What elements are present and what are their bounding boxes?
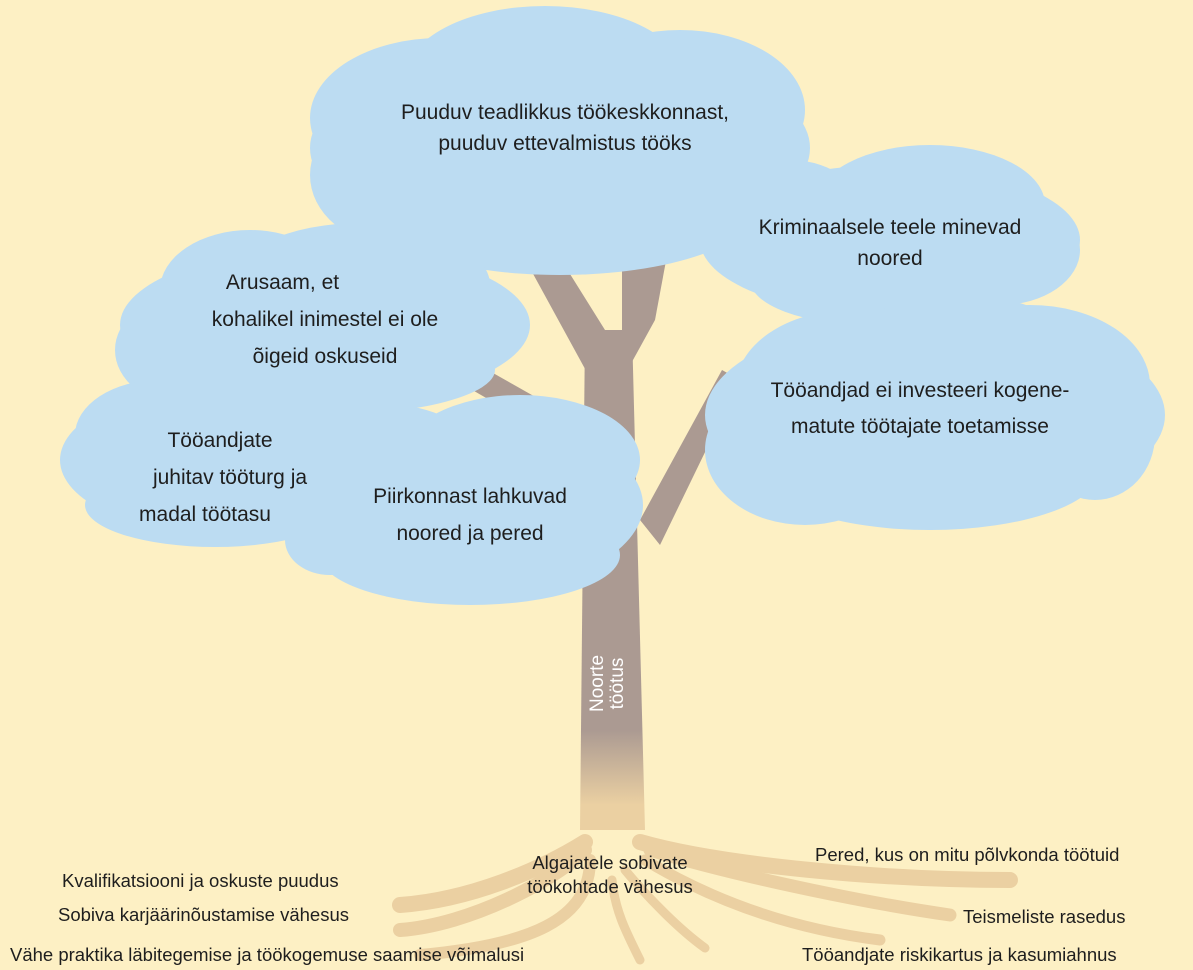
root-right-3 [639, 854, 886, 946]
root-label-center-line-2: töökohtade vähesus [527, 876, 693, 897]
crown-label-top-line-2: puuduv ettevalmistus tööks [438, 132, 692, 155]
branch-right-upper [622, 250, 668, 380]
roots [392, 834, 1018, 965]
crown-label-right-top-line-2: noored [857, 247, 923, 270]
crown-label-right-top: Kriminaalsele teele minevad noored [720, 212, 1060, 274]
crown-label-left-low-line-2: juhitav tööturg ja [152, 466, 308, 489]
crown-label-center-low-line-2: noored ja pered [396, 522, 544, 545]
root-label-center: Algajatele sobivate töökohtade vähesus [505, 851, 715, 899]
root-label-center-line-1: Algajatele sobivate [532, 852, 688, 873]
branch-left-upper [520, 250, 605, 378]
root-label-right-1: Pered, kus on mitu põlvkonda töötuid [815, 844, 1120, 865]
crown-label-top-line-1: Puuduv teadlikkus töökeskkonnast, [400, 101, 730, 124]
crown-label-left-top: Arusaam, et kohalikel inimestel ei ole õ… [150, 264, 500, 375]
crown-label-right-mid: Tööandjad ei investeeri kogene- matute t… [725, 373, 1115, 445]
crown-label-left-top-line-1: Arusaam, et [225, 271, 340, 294]
crown-label-left-low: Tööandjate juhitav tööturg ja madal tööt… [105, 422, 325, 533]
cloud-right-mid [705, 295, 1165, 530]
crown-label-left-top-line-3: õigeid oskuseid [252, 345, 398, 368]
crown-label-right-mid-line-2: matute töötajate toetamisse [791, 415, 1049, 438]
crown-label-left-low-line-1: Tööandjate [167, 429, 273, 452]
root-label-left-3: Vähe praktika läbitegemise ja töökogemus… [10, 944, 525, 965]
root-left-2 [393, 843, 592, 937]
cloud-top [310, 6, 810, 275]
trunk-label-line-2: töötus [607, 657, 628, 710]
root-left-3 [414, 854, 596, 961]
root-mid-1 [607, 875, 645, 965]
trunk-label-line-1: Noorte [587, 654, 608, 712]
crown-label-right-mid-line-1: Tööandjad ei investeeri kogene- [770, 379, 1070, 402]
root-right-2 [643, 843, 957, 922]
crown-label-right-top-line-1: Kriminaalsele teele minevad [758, 216, 1022, 239]
root-label-left-1: Kvalifikatsiooni ja oskuste puudus [62, 870, 339, 891]
crown-label-top: Puuduv teadlikkus töökeskkonnast, puuduv… [360, 97, 770, 159]
root-left-1 [392, 834, 593, 913]
cloud-right-top [700, 145, 1080, 325]
cloud-center-low [285, 395, 643, 605]
crown-label-left-top-line-2: kohalikel inimestel ei ole [211, 308, 439, 331]
crown-label-left-low-line-3: madal töötasu [139, 503, 271, 526]
crown-label-center-low-line-1: Piirkonnast lahkuvad [373, 485, 567, 508]
trunk-label: Noorte töötus [587, 654, 628, 712]
root-label-right-2: Teismeliste rasedus [963, 906, 1126, 927]
root-label-right-3: Tööandjate riskikartus ja kasumiahnus [802, 944, 1117, 965]
root-mid-2 [620, 865, 710, 953]
root-label-left-2: Sobiva karjäärinõustamise vähesus [58, 904, 350, 925]
crown-clouds [60, 6, 1165, 605]
root-right-1 [632, 834, 1018, 888]
crown-label-center-low: Piirkonnast lahkuvad noored ja pered [345, 478, 595, 552]
